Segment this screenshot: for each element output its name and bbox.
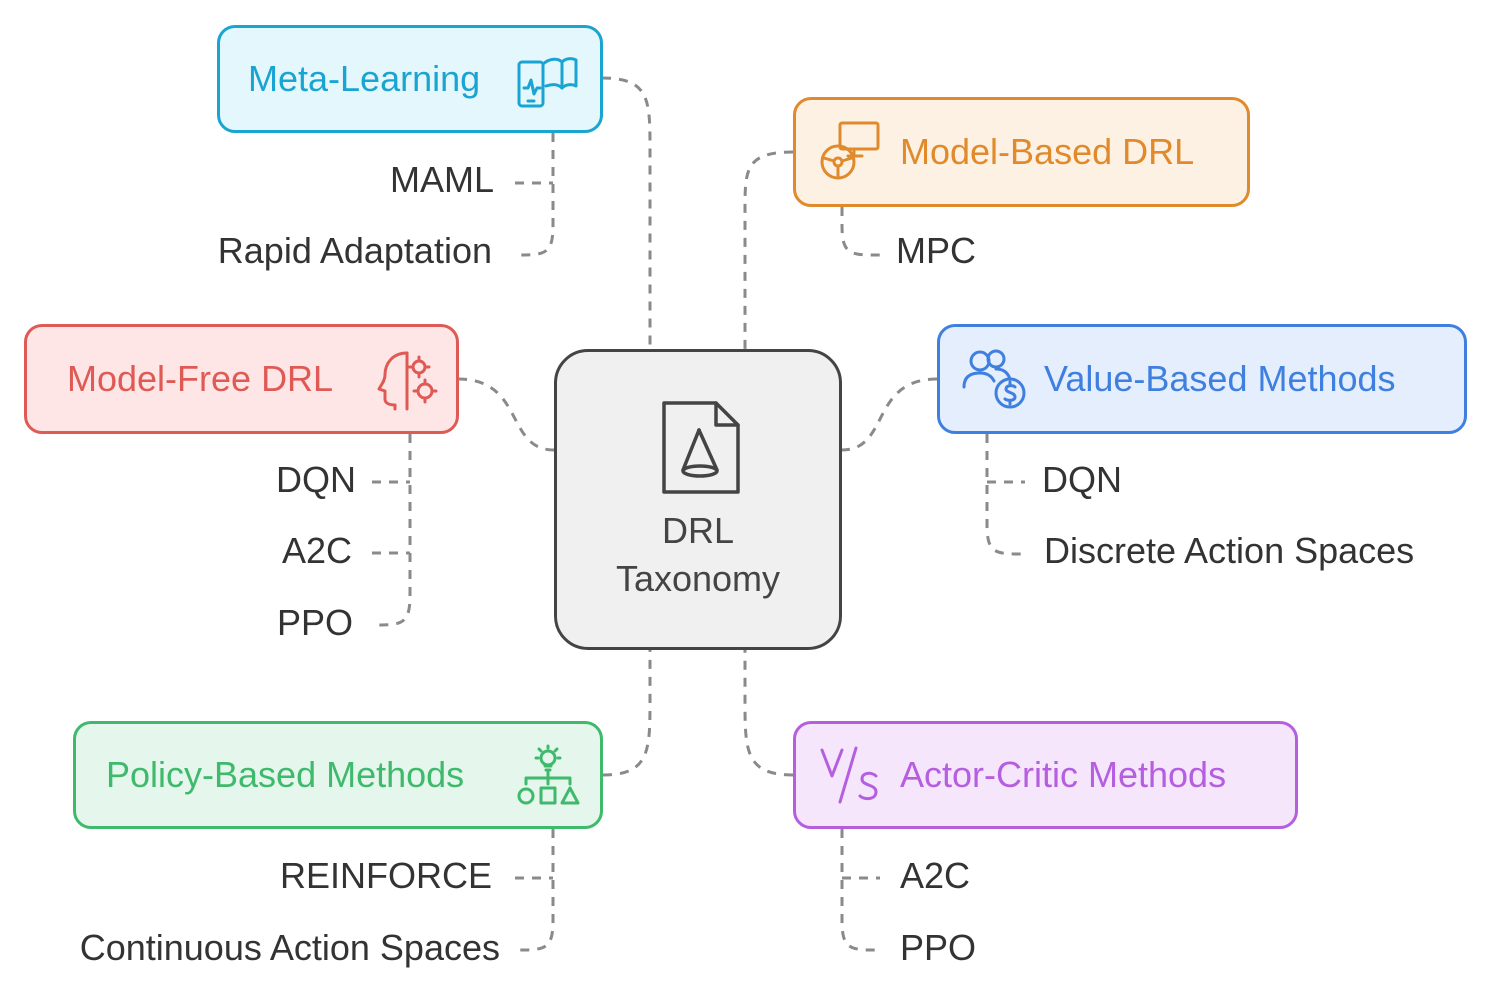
connector-maml <box>514 133 555 257</box>
leaf-discrete-action-spaces: Discrete Action Spaces <box>1044 530 1415 571</box>
users-dollar-icon <box>962 349 1026 409</box>
branch-value-based[interactable]: Value-Based Methods <box>937 324 1467 434</box>
branch-actor-critic[interactable]: Actor-Critic Methods <box>793 721 1298 829</box>
branch-label: Meta-Learning <box>248 58 481 99</box>
branch-model-free[interactable]: Model-Free DRL <box>24 324 459 434</box>
steering-monitor-icon <box>820 121 880 180</box>
connector-mpc <box>840 207 881 257</box>
leaf-reinforce: REINFORCE <box>279 855 492 896</box>
head-gears-icon <box>377 351 438 411</box>
leaf-continuous-action-spaces: Continuous Action Spaces <box>79 927 500 968</box>
tablet-book-icon <box>517 57 578 108</box>
leaf-maml: MAML <box>389 159 494 200</box>
connector-model-free-children <box>371 434 412 627</box>
document-cone-icon <box>662 401 740 494</box>
leaf-dqn: DQN <box>276 459 356 500</box>
branch-policy-based[interactable]: Policy-Based Methods <box>73 721 603 829</box>
connector-value-based <box>841 377 938 452</box>
idea-shapes-icon <box>517 744 580 805</box>
branch-model-based[interactable]: Model-Based DRL <box>793 97 1250 207</box>
branch-label: Policy-Based Methods <box>106 754 465 795</box>
leaf-ac-a2c: A2C <box>900 855 971 896</box>
branch-label: Model-Based DRL <box>900 131 1195 172</box>
center-title-line2: Taxonomy <box>615 558 781 599</box>
branch-label: Value-Based Methods <box>1044 358 1396 399</box>
connector-value-children <box>985 434 1026 556</box>
branch-label: Model-Free DRL <box>67 358 334 399</box>
branch-meta-learning[interactable]: Meta-Learning <box>217 25 603 133</box>
leaf-ac-ppo: PPO <box>900 927 977 968</box>
connector-model-free <box>457 377 555 452</box>
connector-policy-based <box>602 650 652 777</box>
connector-meta-learning <box>601 76 652 350</box>
leaf-rapid-adaptation: Rapid Adaptation <box>217 230 492 271</box>
leaf-vb-dqn: DQN <box>1042 459 1122 500</box>
center-title-line1: DRL <box>661 510 735 551</box>
connector-actor-critic <box>743 650 794 777</box>
leaf-a2c: A2C <box>281 530 352 571</box>
leaf-mpc: MPC <box>896 230 976 271</box>
leaf-ppo: PPO <box>276 602 353 643</box>
connector-policy-children <box>514 829 555 952</box>
branch-label: Actor-Critic Methods <box>900 754 1227 795</box>
center-node[interactable]: DRL Taxonomy <box>554 349 842 650</box>
connector-actor-children <box>840 829 881 952</box>
versus-icon <box>820 746 878 804</box>
connector-model-based <box>743 150 794 350</box>
